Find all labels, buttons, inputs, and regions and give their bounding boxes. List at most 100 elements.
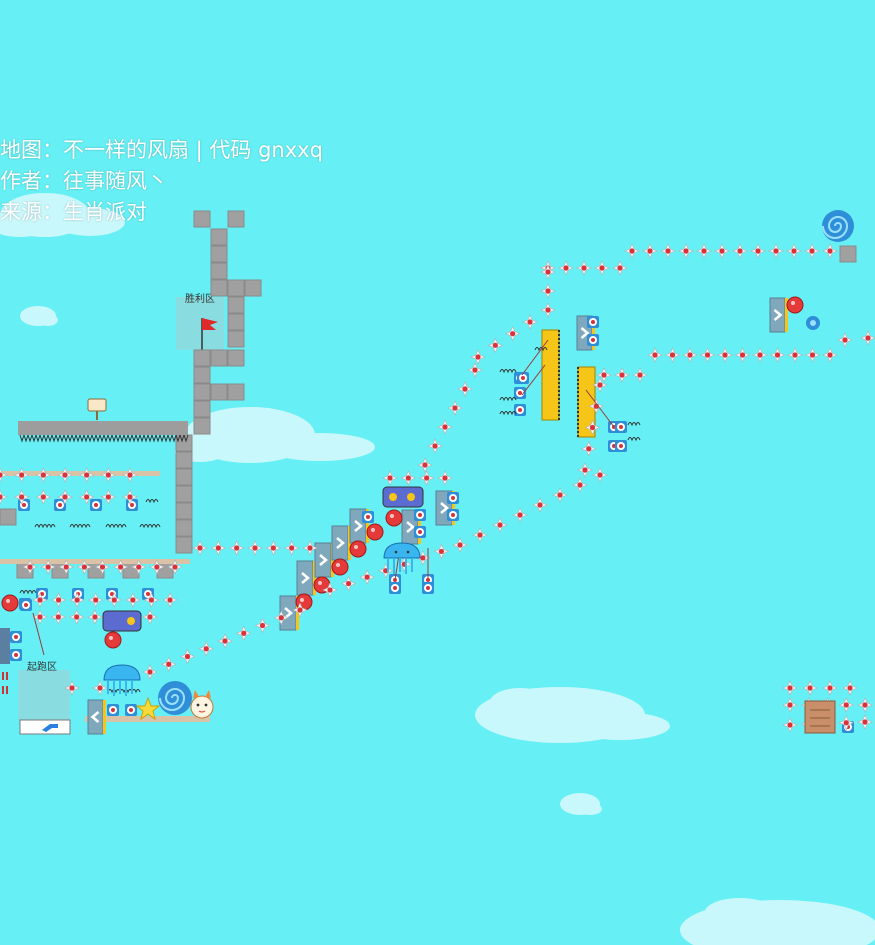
spike-star-icon [782, 680, 798, 696]
spike-star-icon [78, 467, 95, 483]
gray-block [227, 313, 245, 331]
spike-star-icon [50, 609, 67, 625]
portal-icon [822, 210, 854, 242]
jellyfish-icon [383, 542, 421, 574]
spike-star-icon [612, 260, 628, 276]
jellyfish-icon [103, 664, 141, 696]
gray-block [210, 349, 228, 367]
portal-icon [806, 316, 820, 330]
spike-star-icon [857, 714, 873, 730]
fan-icon [54, 499, 66, 511]
spike-star-icon [838, 697, 855, 713]
spike-star-icon [467, 362, 483, 378]
spike-star-icon [802, 680, 818, 696]
spike-star-icon [35, 489, 52, 505]
victory-zone [176, 297, 224, 350]
spike-star-icon [437, 470, 453, 486]
spike-star-icon [696, 243, 712, 259]
coil-spring [499, 397, 517, 402]
spike-star-icon [32, 592, 48, 608]
spike-star-icon [162, 592, 178, 608]
start-zone [18, 670, 70, 720]
fan-icon [18, 499, 30, 511]
map-title: 地图：不一样的风扇 | 代码 gnxxq [0, 138, 323, 162]
spike-star-icon [584, 419, 601, 436]
spike-star-icon [682, 347, 698, 363]
spike-star-icon [0, 489, 8, 505]
gray-block [175, 502, 193, 520]
gray-block [227, 330, 245, 348]
spike-star-icon [167, 559, 183, 575]
fan-icon [362, 511, 374, 523]
spike-star-icon [822, 243, 838, 259]
fan-icon [447, 509, 459, 521]
connector-line [32, 612, 45, 656]
spike-star-icon [106, 592, 123, 608]
gray-block [175, 468, 193, 486]
fan-icon [615, 421, 627, 433]
spike-star-icon [472, 527, 488, 543]
spike-star-icon [572, 477, 588, 493]
cloud [560, 793, 602, 815]
cloud [20, 306, 58, 326]
fan-icon [447, 492, 459, 504]
fan-icon [389, 582, 401, 594]
spike-star-icon [540, 264, 556, 280]
spike-star-icon [125, 592, 141, 608]
spike-star-icon [265, 540, 282, 556]
spike-star-icon [57, 489, 73, 505]
fan-icon [514, 387, 526, 399]
spike-star-icon [822, 680, 838, 696]
spike-star-icon [13, 467, 30, 483]
spike-star-icon [732, 243, 748, 259]
spike-star-icon [68, 609, 85, 625]
spiked-bar [18, 421, 189, 443]
clouds [0, 193, 875, 945]
spike-star-icon [552, 487, 568, 503]
blocker-robot [102, 610, 142, 632]
spike-star-icon [860, 330, 875, 346]
spike-star-icon [50, 592, 67, 608]
spike-star-icon [699, 347, 716, 363]
spike-star-icon [660, 243, 676, 259]
arrow-panel-icon [314, 542, 334, 578]
spike-star-icon [822, 347, 838, 363]
coil-spring [534, 347, 548, 352]
fan-icon [414, 509, 426, 521]
gray-block [193, 400, 211, 418]
spike-star-icon [359, 569, 375, 585]
spike-star-icon [596, 367, 612, 383]
spike-star-icon [32, 609, 48, 625]
boxing-glove-icon [366, 523, 384, 541]
fan-icon [10, 631, 22, 643]
spike-star-icon [143, 592, 160, 608]
spike-star-icon [614, 367, 630, 383]
spike-star-icon [714, 243, 730, 259]
spike-star-icon [122, 489, 138, 505]
connector-line [585, 389, 615, 428]
spike-star-icon [142, 609, 158, 625]
spike-star-icon [594, 260, 610, 276]
spike-star-icon [768, 243, 784, 259]
gray-block [193, 417, 211, 435]
connector-line [521, 339, 549, 376]
spike-star-icon [447, 400, 463, 416]
spike-star-icon [427, 438, 443, 454]
spike-star-icon [838, 714, 855, 731]
spike-star-icon [717, 347, 733, 363]
spike-star-icon [87, 609, 103, 625]
spike-star-icon [87, 592, 104, 608]
start-zone-label: 起跑区 [27, 660, 57, 673]
coil-spring [107, 689, 141, 694]
spike-star-icon [92, 680, 108, 696]
fan-icon [107, 704, 119, 716]
spike-star-icon [786, 243, 802, 259]
spike-star-icon [678, 243, 694, 259]
map-author: 作者：往事随风丶 [0, 169, 168, 193]
coil-spring [34, 524, 56, 529]
flag-icon [201, 318, 218, 350]
arrow-panels [87, 297, 788, 735]
spike-star-icon [322, 582, 338, 598]
fan-icon [587, 334, 599, 346]
